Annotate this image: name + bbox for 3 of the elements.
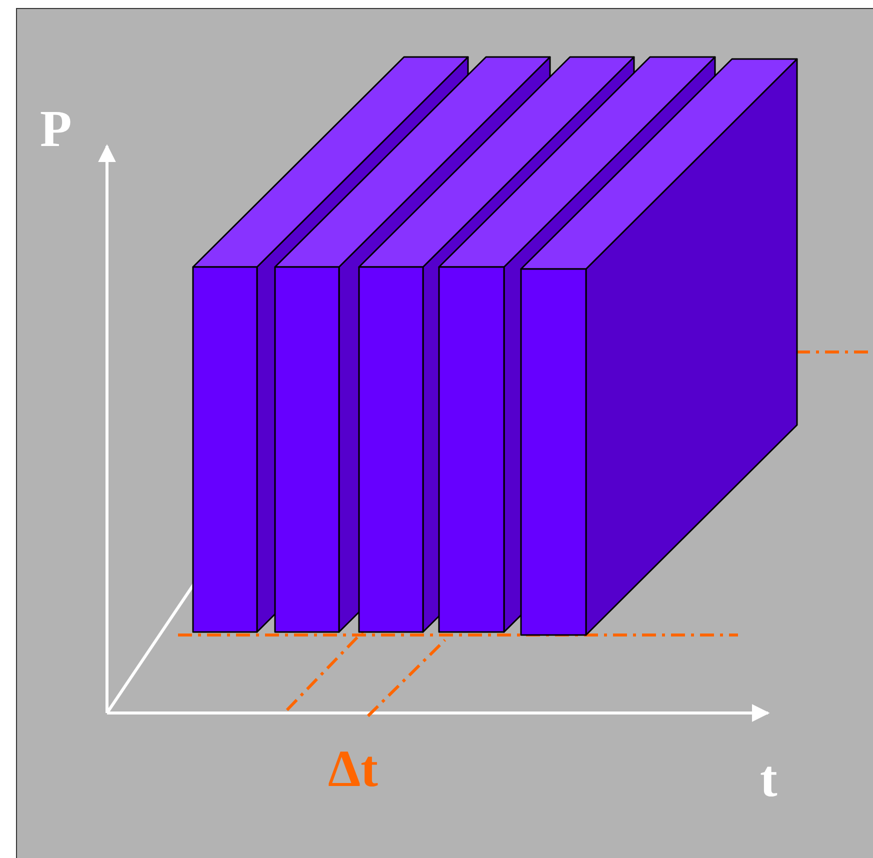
axis-label: t <box>760 754 778 806</box>
interval-label: Δt <box>328 744 378 796</box>
axis-label: P <box>40 104 72 156</box>
